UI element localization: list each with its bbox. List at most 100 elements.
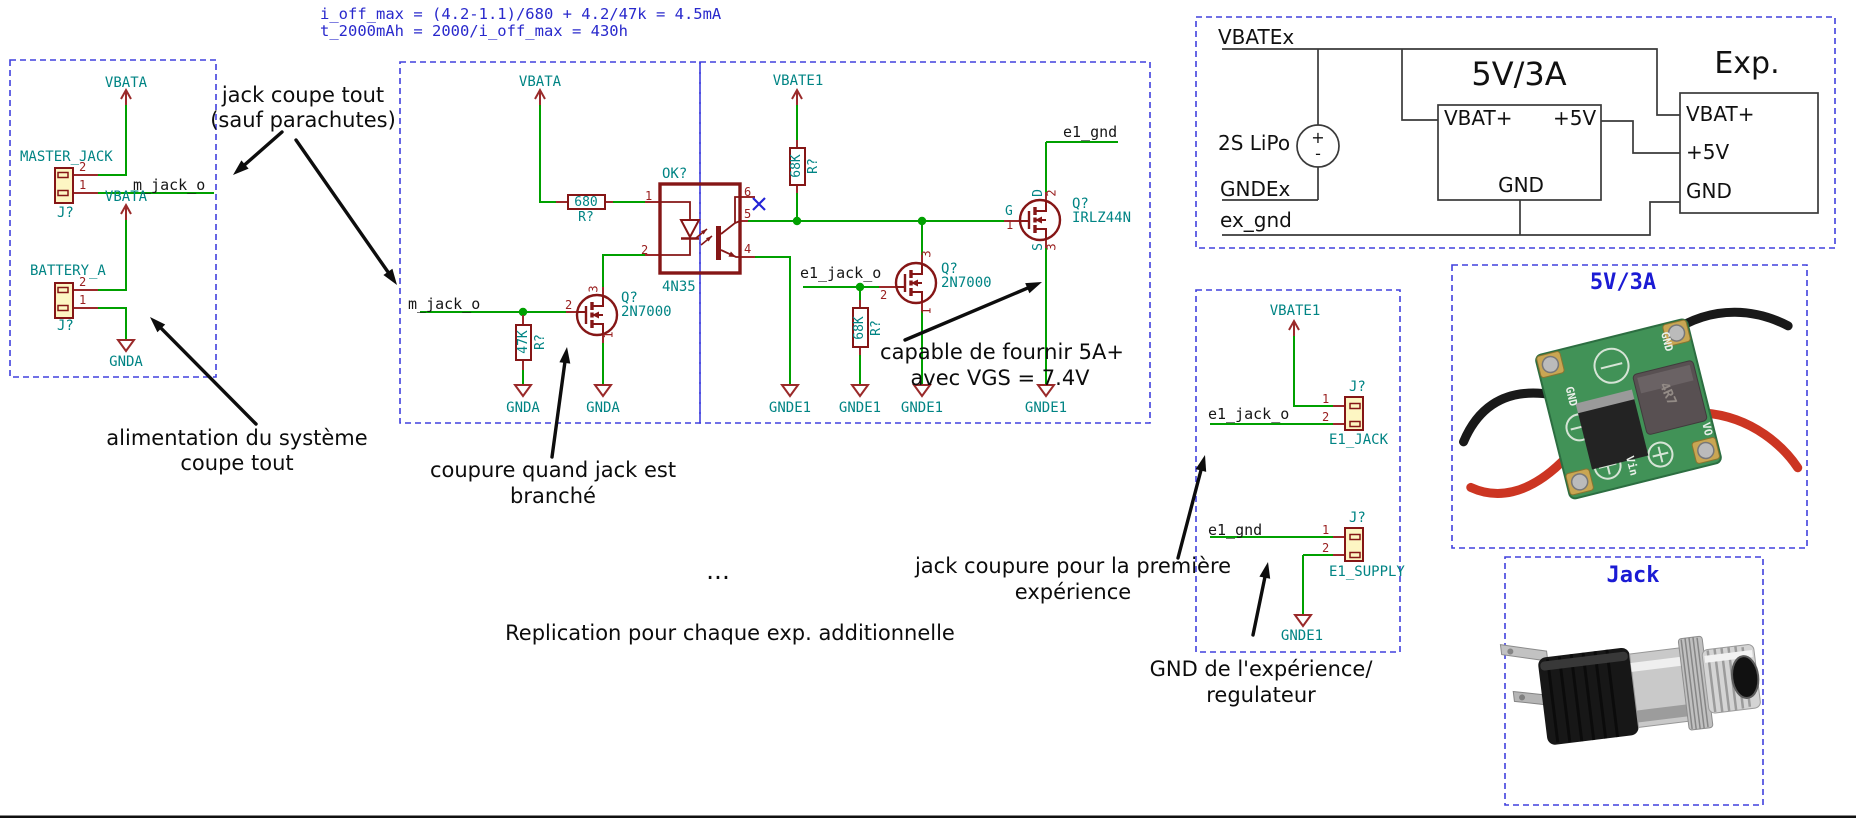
power-flag-symbols xyxy=(120,87,1300,336)
schematic-wires xyxy=(98,105,1333,615)
net-label-m-jack-o: m_jack_o xyxy=(133,176,206,194)
annotation-jack-coupure-line2: expérience xyxy=(1014,580,1132,604)
battery-a-connector xyxy=(54,282,74,319)
jack-hole xyxy=(1731,655,1760,699)
bottom-rule xyxy=(0,815,1856,818)
annotation-alim-line2: coupe tout xyxy=(180,451,294,475)
e1-supply-connector xyxy=(1344,527,1364,562)
vbate1-flag-icon xyxy=(791,87,803,105)
phototransistor-base-bar xyxy=(716,226,721,260)
pcb-gnd-silk: GND xyxy=(1563,385,1581,408)
left-box-frame xyxy=(9,59,217,378)
formula-line-2: t_2000mAh = 2000/i_off_max = 430h xyxy=(320,22,628,40)
annotation-coupure-line1: coupure quand jack est xyxy=(429,458,677,482)
optocoupler-symbol xyxy=(658,182,742,275)
gnd-icon xyxy=(1293,614,1313,628)
pin-number: 2 xyxy=(1044,189,1059,197)
annotation-gnd-exp-line1: GND de l'expérience/ xyxy=(1149,657,1373,681)
pin-number: 2 xyxy=(565,298,573,312)
jack-photo-frame xyxy=(1504,556,1764,806)
master-jack-connector xyxy=(54,167,74,204)
power-label-gnde1: GNDE1 xyxy=(900,400,944,416)
opto-value-4n35: 4N35 xyxy=(662,279,696,295)
ref-designator-j: J? xyxy=(57,205,74,221)
experiment-block-title: Exp. xyxy=(1714,46,1780,81)
block-vbatex-label: VBATEx xyxy=(1218,25,1295,49)
e1-supply-name: E1_SUPPLY xyxy=(1329,564,1405,580)
gnd-icon xyxy=(780,384,800,398)
annotation-jack-coupure-line1: jack coupure pour la première xyxy=(914,554,1232,578)
mosfet-q2-symbol xyxy=(894,261,938,305)
annotation-jack-cut-line2: (sauf parachutes) xyxy=(210,108,396,132)
screw-icon xyxy=(1667,324,1686,342)
mosfet-gate-label: G xyxy=(1005,204,1013,219)
screw-icon xyxy=(1541,355,1560,374)
vbata-flag-icon xyxy=(120,87,132,105)
pin-number: 1 xyxy=(1322,392,1330,406)
ref-designator-j: J? xyxy=(1349,379,1366,395)
gnd-icon xyxy=(850,384,870,398)
vbate1-flag-icon xyxy=(1288,318,1300,336)
gnd-icon xyxy=(116,339,136,353)
ref-designator-r: R? xyxy=(533,334,549,350)
pin-number: 2 xyxy=(79,275,87,289)
annotation-coupure-line2: branché xyxy=(510,484,596,508)
block-ex-gnd-label: ex_gnd xyxy=(1220,208,1292,232)
resistor-68k-gate-body xyxy=(852,307,869,348)
power-label-gnda: GNDA xyxy=(586,400,620,416)
resistor-value-68k: 68K xyxy=(852,316,868,340)
pin-number: 6 xyxy=(744,185,752,199)
ref-designator-q: Q? xyxy=(621,290,638,306)
e1-box-wires xyxy=(1210,336,1333,615)
junction-dots xyxy=(518,216,927,317)
pin-number: 3 xyxy=(1044,243,1059,251)
left-box-wires xyxy=(98,105,214,340)
mosfet-value-2n7000: 2N7000 xyxy=(621,304,672,320)
power-label-vbata: VBATA xyxy=(104,75,148,91)
vbata-flag-icon xyxy=(120,202,132,220)
pcb-vo-silk: VO xyxy=(1699,421,1715,437)
net-label-e1-gnd: e1_gnd xyxy=(1208,521,1263,539)
ref-designator-ok: OK? xyxy=(662,166,688,182)
resistor-68k-top-body xyxy=(789,147,806,186)
mosfet-value-irlz44n: IRLZ44N xyxy=(1072,210,1132,226)
ref-designator-q: Q? xyxy=(1072,196,1089,212)
formula-line-1: i_off_max = (4.2-1.1)/680 + 4.2/47k = 4.… xyxy=(320,5,722,23)
gnd-icon xyxy=(593,384,613,398)
annotation-arrows xyxy=(150,130,1271,637)
block-gndex-label: GNDEx xyxy=(1220,177,1291,201)
exp1-circuit-frame xyxy=(699,61,1151,424)
master-jack-name: MASTER_JACK xyxy=(20,149,113,165)
power-label-gnda: GNDA xyxy=(109,354,143,370)
black-wire xyxy=(1459,388,1558,447)
dashed-frames xyxy=(9,16,1836,806)
ic-chip xyxy=(1578,399,1649,470)
resistor-value-680: 680 xyxy=(574,195,598,210)
regulator-5v-port: +5V xyxy=(1553,106,1597,130)
resistor-47k-body xyxy=(515,324,532,361)
resistor-symbols xyxy=(515,147,869,361)
pin-number: 1 xyxy=(601,331,616,339)
annotation-capable-line1: capable de fournir 5A+ xyxy=(880,340,1124,364)
no-connect-icon xyxy=(752,197,766,211)
pin-stubs xyxy=(73,140,1345,556)
led-icon xyxy=(679,219,701,240)
regulator-pcb-photo: GND GND Vin VO 4R7 xyxy=(1459,307,1803,500)
red-wire xyxy=(1466,452,1571,498)
regulator-photo-frame xyxy=(1451,264,1808,549)
net-label-m-jack-o: m_jack_o xyxy=(408,295,481,313)
regulator-block xyxy=(1437,104,1602,201)
e1-jack-name: E1_JACK xyxy=(1329,432,1389,448)
regulator-photo-title: 5V/3A xyxy=(1589,270,1657,295)
vbata-flag-icon xyxy=(534,87,546,105)
power-label-gnde1: GNDE1 xyxy=(1024,400,1068,416)
block-diagram-lines xyxy=(1222,48,1819,236)
screw-icon xyxy=(1697,441,1715,460)
pin-number: 3 xyxy=(919,250,934,258)
pin-number: 2 xyxy=(1322,541,1330,555)
net-label-e1-gnd: e1_gnd xyxy=(1063,123,1118,141)
battery-plus-sign: + xyxy=(1311,128,1325,147)
experiment-gnd-port: GND xyxy=(1686,179,1732,203)
annotation-alim-line1: alimentation du système xyxy=(106,426,368,450)
opto-box-frame xyxy=(399,61,701,424)
